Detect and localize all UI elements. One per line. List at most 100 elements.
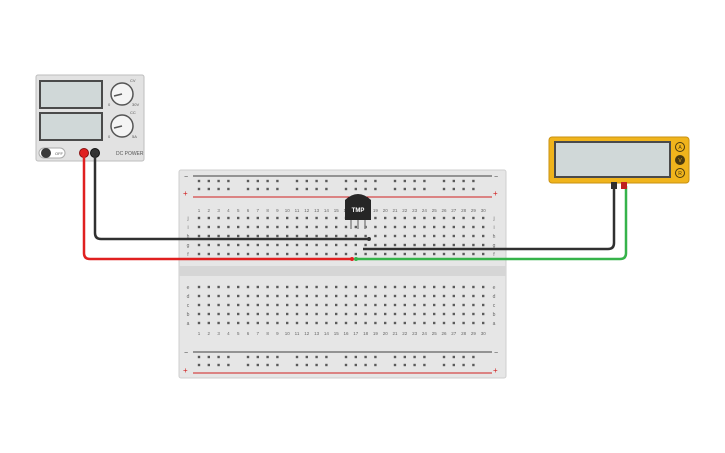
terminal-hole[interactable] [315, 216, 318, 220]
terminal-hole[interactable] [423, 294, 426, 298]
terminal-hole[interactable] [472, 216, 475, 220]
terminal-hole[interactable] [384, 225, 387, 229]
rail-hole[interactable] [462, 363, 465, 367]
terminal-hole[interactable] [217, 252, 220, 256]
terminal-hole[interactable] [413, 234, 416, 238]
terminal-hole[interactable] [433, 234, 436, 238]
rail-hole[interactable] [403, 355, 406, 359]
rail-hole[interactable] [295, 355, 299, 359]
terminal-hole[interactable] [217, 243, 220, 247]
terminal-hole[interactable] [207, 252, 210, 256]
terminal-hole[interactable] [472, 285, 475, 289]
terminal-hole[interactable] [403, 216, 406, 220]
terminal-hole[interactable] [286, 321, 289, 325]
rail-hole[interactable] [413, 363, 416, 367]
rail-hole[interactable] [423, 187, 426, 191]
terminal-hole[interactable] [207, 285, 210, 289]
rail-hole[interactable] [227, 187, 230, 191]
terminal-hole[interactable] [374, 225, 377, 229]
rail-hole[interactable] [227, 355, 230, 359]
terminal-hole[interactable] [413, 216, 416, 220]
terminal-hole[interactable] [364, 321, 367, 325]
terminal-hole[interactable] [354, 321, 357, 325]
rail-hole[interactable] [207, 363, 210, 367]
sensor-body[interactable] [345, 194, 371, 220]
terminal-hole[interactable] [295, 312, 299, 316]
terminal-hole[interactable] [246, 234, 250, 238]
rail-hole[interactable] [325, 363, 328, 367]
terminal-hole[interactable] [197, 234, 201, 238]
terminal-hole[interactable] [315, 285, 318, 289]
terminal-hole[interactable] [452, 225, 455, 229]
terminal-hole[interactable] [286, 294, 289, 298]
terminal-hole[interactable] [374, 243, 377, 247]
terminal-hole[interactable] [384, 216, 387, 220]
rail-hole[interactable] [305, 355, 308, 359]
terminal-hole[interactable] [403, 303, 406, 307]
terminal-hole[interactable] [335, 321, 338, 325]
terminal-hole[interactable] [354, 243, 357, 247]
rail-hole[interactable] [246, 187, 250, 191]
terminal-hole[interactable] [423, 225, 426, 229]
rail-hole[interactable] [217, 179, 220, 183]
terminal-hole[interactable] [207, 216, 210, 220]
rail-hole[interactable] [364, 363, 367, 367]
terminal-hole[interactable] [393, 243, 397, 247]
terminal-hole[interactable] [286, 243, 289, 247]
terminal-hole[interactable] [227, 294, 230, 298]
rail-hole[interactable] [413, 179, 416, 183]
terminal-hole[interactable] [266, 303, 269, 307]
terminal-hole[interactable] [462, 216, 465, 220]
terminal-hole[interactable] [207, 312, 210, 316]
rail-hole[interactable] [472, 363, 475, 367]
terminal-hole[interactable] [315, 252, 318, 256]
terminal-hole[interactable] [295, 216, 299, 220]
terminal-hole[interactable] [256, 312, 259, 316]
terminal-hole[interactable] [246, 312, 250, 316]
terminal-hole[interactable] [295, 234, 299, 238]
rail-hole[interactable] [276, 363, 279, 367]
terminal-hole[interactable] [305, 243, 308, 247]
terminal-hole[interactable] [452, 294, 455, 298]
rail-hole[interactable] [393, 363, 397, 367]
terminal-hole[interactable] [286, 216, 289, 220]
terminal-hole[interactable] [237, 243, 240, 247]
terminal-hole[interactable] [364, 234, 367, 238]
terminal-hole[interactable] [295, 321, 299, 325]
rail-hole[interactable] [393, 179, 397, 183]
terminal-hole[interactable] [246, 294, 250, 298]
terminal-hole[interactable] [207, 225, 210, 229]
terminal-hole[interactable] [482, 252, 485, 256]
terminal-hole[interactable] [276, 234, 279, 238]
terminal-hole[interactable] [325, 285, 328, 289]
terminal-hole[interactable] [393, 312, 397, 316]
rail-hole[interactable] [403, 187, 406, 191]
rail-hole[interactable] [315, 187, 318, 191]
terminal-hole[interactable] [256, 285, 259, 289]
terminal-hole[interactable] [433, 225, 436, 229]
rail-hole[interactable] [266, 187, 269, 191]
terminal-hole[interactable] [393, 303, 397, 307]
terminal-hole[interactable] [325, 234, 328, 238]
terminal-hole[interactable] [354, 312, 357, 316]
rail-hole[interactable] [325, 355, 328, 359]
rail-hole[interactable] [442, 187, 446, 191]
terminal-hole[interactable] [217, 225, 220, 229]
terminal-hole[interactable] [433, 312, 436, 316]
rail-hole[interactable] [276, 179, 279, 183]
rail-hole[interactable] [256, 179, 259, 183]
rail-hole[interactable] [256, 355, 259, 359]
temperature-sensor[interactable]: TMP [345, 194, 371, 229]
terminal-hole[interactable] [237, 312, 240, 316]
terminal-hole[interactable] [335, 312, 338, 316]
terminal-hole[interactable] [286, 312, 289, 316]
terminal-hole[interactable] [237, 285, 240, 289]
terminal-hole[interactable] [246, 285, 250, 289]
rail-hole[interactable] [374, 179, 377, 183]
terminal-hole[interactable] [442, 303, 446, 307]
terminal-hole[interactable] [482, 303, 485, 307]
terminal-hole[interactable] [276, 225, 279, 229]
terminal-hole[interactable] [286, 285, 289, 289]
terminal-hole[interactable] [442, 225, 446, 229]
